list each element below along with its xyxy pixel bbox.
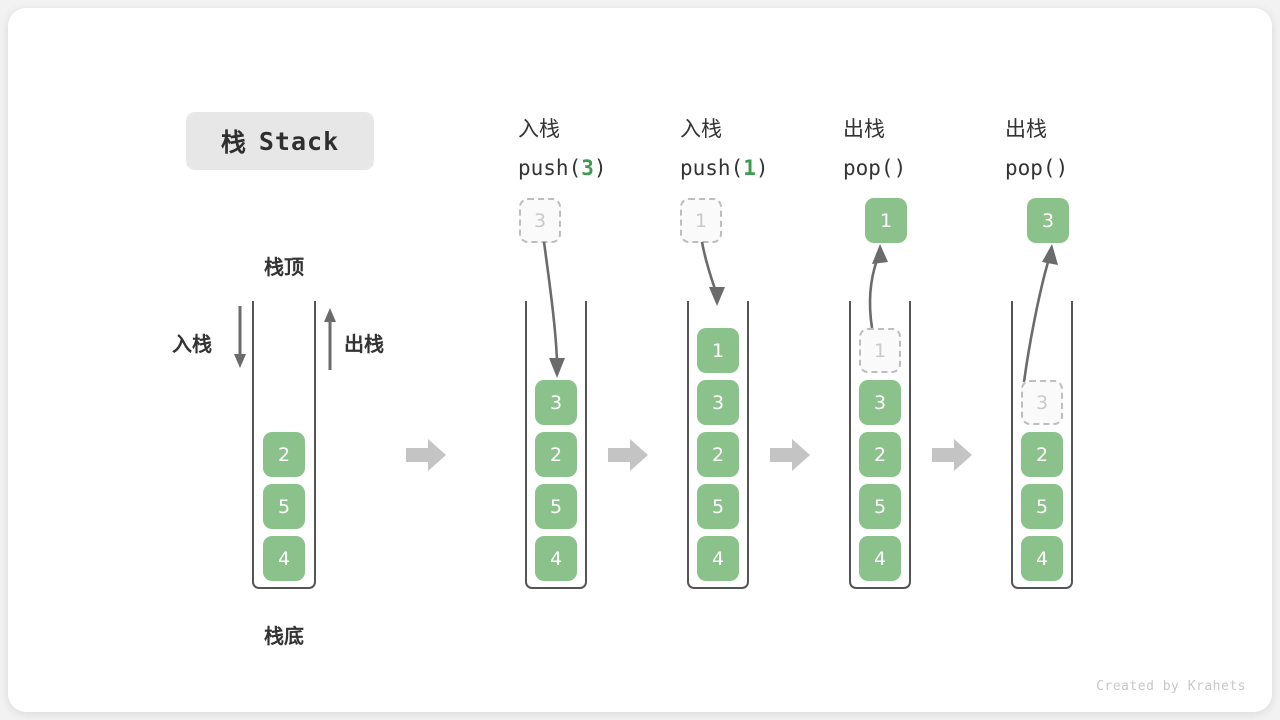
stack-container-push-3: 3 2 5 4 <box>525 301 587 589</box>
flow-arrow-icon <box>770 439 810 471</box>
stack-cell-removed: 3 <box>1021 380 1063 425</box>
step-code-pop-3: pop() <box>1005 156 1069 180</box>
stack-cell: 3 <box>535 380 577 425</box>
step-code-pop-1: pop() <box>843 156 907 180</box>
floating-cell-push-1: 1 <box>680 198 722 243</box>
flow-arrow-icon <box>932 439 972 471</box>
stack-cell: 5 <box>859 484 901 529</box>
pop-motion-arrow-icon <box>868 244 888 329</box>
stack-cell: 3 <box>859 380 901 425</box>
step-heading-push-1: 入栈 push(1) <box>680 110 769 188</box>
label-stack-top: 栈顶 <box>264 257 304 279</box>
pop-motion-arrow-icon <box>1022 244 1058 383</box>
diagram-card: 栈 Stack 栈顶 栈底 入栈 出栈 2 5 4 入栈 push(3) 3 3… <box>8 8 1272 712</box>
flow-arrow-icon <box>608 439 648 471</box>
push-motion-arrow-icon <box>700 241 725 306</box>
stack-cell: 5 <box>697 484 739 529</box>
stack-cell: 2 <box>535 432 577 477</box>
stack-cell: 4 <box>263 536 305 581</box>
stack-cell: 4 <box>535 536 577 581</box>
step-heading-pop-3: 出栈 pop() <box>1005 110 1068 188</box>
title-en: Stack <box>258 126 340 156</box>
stack-cell: 2 <box>263 432 305 477</box>
stack-cell: 5 <box>1021 484 1063 529</box>
stack-cell: 2 <box>859 432 901 477</box>
flow-arrow-icon <box>406 439 446 471</box>
step-heading-pop-1: 出栈 pop() <box>843 110 906 188</box>
step-code-push-1: push(1) <box>680 156 769 180</box>
label-stack-bottom: 栈底 <box>264 626 304 648</box>
stack-cell: 2 <box>1021 432 1063 477</box>
stack-cell: 5 <box>535 484 577 529</box>
push-motion-arrow-icon <box>542 241 565 378</box>
stack-cell: 2 <box>697 432 739 477</box>
stack-cell-removed: 1 <box>859 328 901 373</box>
stack-cell: 4 <box>859 536 901 581</box>
label-pop-right: 出栈 <box>344 334 384 356</box>
diagram-stage: 栈 Stack 栈顶 栈底 入栈 出栈 2 5 4 入栈 push(3) 3 3… <box>8 8 1272 712</box>
pop-direction-arrow-icon <box>324 308 336 370</box>
stack-cell: 1 <box>697 328 739 373</box>
floating-cell-pop-1: 1 <box>865 198 907 243</box>
stack-cell: 5 <box>263 484 305 529</box>
step-heading-push-3: 入栈 push(3) <box>518 110 607 188</box>
stack-container-pop-3: 3 2 5 4 <box>1011 301 1073 589</box>
floating-cell-pop-3: 3 <box>1027 198 1069 243</box>
stack-container-push-1: 1 3 2 5 4 <box>687 301 749 589</box>
stack-container-initial: 2 5 4 <box>252 301 316 589</box>
credit-text: Created by Krahets <box>1096 679 1246 694</box>
stack-cell: 3 <box>697 380 739 425</box>
step-code-push-3: push(3) <box>518 156 607 180</box>
stack-container-pop-1: 1 3 2 5 4 <box>849 301 911 589</box>
title-cn: 栈 <box>220 129 247 157</box>
diagram-title: 栈 Stack <box>186 112 374 170</box>
floating-cell-push-3: 3 <box>519 198 561 243</box>
push-direction-arrow-icon <box>234 306 246 368</box>
label-push-left: 入栈 <box>172 334 212 356</box>
stack-cell: 4 <box>697 536 739 581</box>
stack-cell: 4 <box>1021 536 1063 581</box>
